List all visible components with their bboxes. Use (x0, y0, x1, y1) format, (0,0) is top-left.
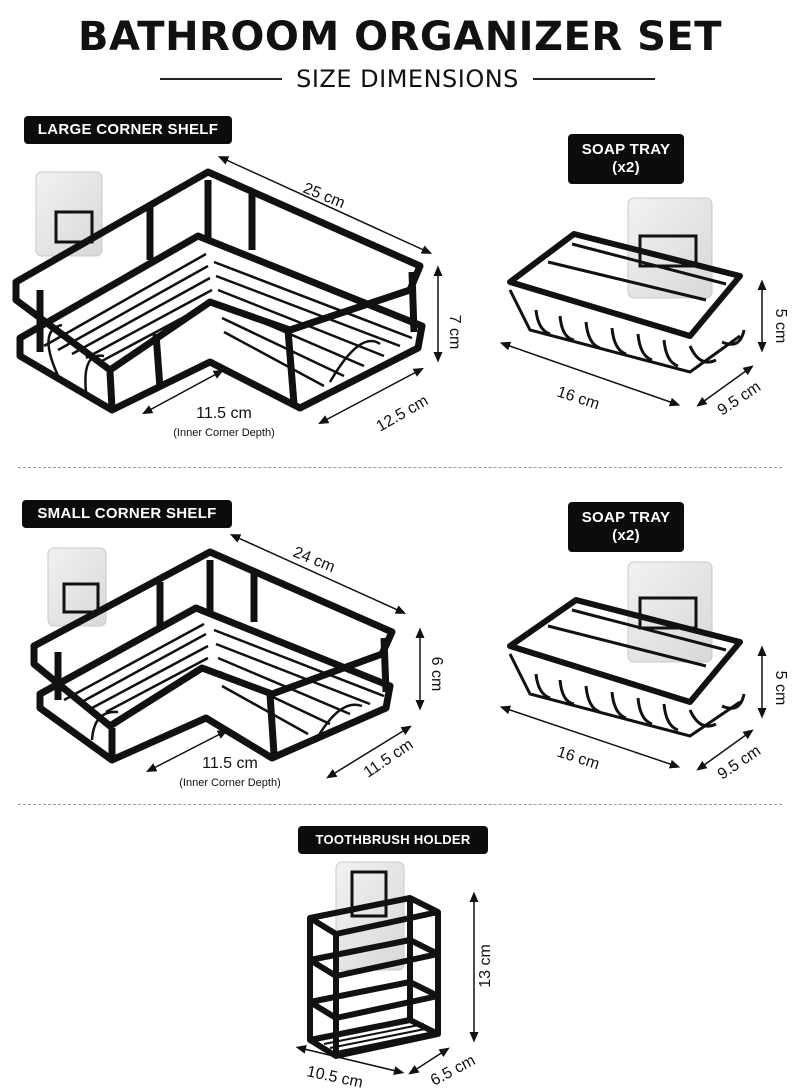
soap-tray-2-illustration (507, 561, 746, 738)
large-shelf-height-text: 7 cm (446, 315, 463, 350)
subtitle-row: SIZE DIMENSIONS (160, 62, 656, 96)
label-soap-tray-2-line1: SOAP TRAY (581, 509, 671, 526)
soap-tray-2-length-text: 16 cm (555, 744, 602, 774)
large-shelf-inner-note-text: (Inner Corner Depth) (173, 427, 275, 439)
soap-tray-1-depth-text: 9.5 cm (715, 378, 764, 419)
soap-tray-2-depth-text: 9.5 cm (715, 742, 764, 783)
label-soap-tray-2: SOAP TRAY (x2) (568, 502, 684, 552)
label-toothbrush-holder-text: TOOTHBRUSH HOLDER (315, 832, 471, 847)
section-divider-1 (18, 467, 782, 468)
label-small-corner-shelf: SMALL CORNER SHELF (22, 500, 232, 528)
label-large-corner-shelf-text: LARGE CORNER SHELF (37, 121, 219, 138)
small-corner-shelf-illustration (30, 547, 396, 764)
label-soap-tray-2-line2: (x2) (612, 527, 640, 544)
large-shelf-depth-text: 12.5 cm (374, 392, 432, 435)
subtitle-rule-right (532, 78, 656, 80)
page-title: BATHROOM ORGANIZER SET (77, 14, 723, 60)
small-shelf-length-text: 24 cm (291, 544, 338, 576)
small-shelf-inner-note-text: (Inner Corner Depth) (179, 777, 281, 789)
label-soap-tray-1-line2: (x2) (612, 159, 640, 176)
label-toothbrush-holder: TOOTHBRUSH HOLDER (298, 826, 488, 854)
soap-tray-1-illustration (507, 197, 746, 374)
large-shelf-adhesive-pad (35, 171, 103, 257)
page-subtitle: SIZE DIMENSIONS (296, 65, 519, 93)
subtitle-rule-left (160, 78, 283, 80)
small-shelf-height-text: 6 cm (428, 657, 445, 692)
large-corner-shelf-illustration (12, 168, 426, 414)
large-shelf-inner-depth-text: 11.5 cm (196, 405, 252, 422)
label-soap-tray-1: SOAP TRAY (x2) (568, 134, 684, 184)
label-large-corner-shelf: LARGE CORNER SHELF (24, 116, 232, 144)
label-small-corner-shelf-text: SMALL CORNER SHELF (37, 505, 217, 522)
small-shelf-depth-text: 11.5 cm (361, 736, 417, 781)
soap-tray-2-height-text: 5 cm (772, 671, 789, 706)
toothbrush-holder-width-text: 10.5 cm (305, 1063, 364, 1091)
soap-tray-1-length-text: 16 cm (555, 384, 602, 414)
toothbrush-holder-height-text: 13 cm (477, 944, 494, 988)
small-shelf-inner-depth-text: 11.5 cm (202, 755, 258, 772)
label-soap-tray-1-line1: SOAP TRAY (581, 141, 671, 158)
toothbrush-holder-illustration (307, 861, 441, 1059)
soap-tray-1-height-text: 5 cm (772, 309, 789, 344)
section-divider-2 (18, 804, 782, 805)
large-shelf-length-text: 25 cm (301, 180, 348, 212)
